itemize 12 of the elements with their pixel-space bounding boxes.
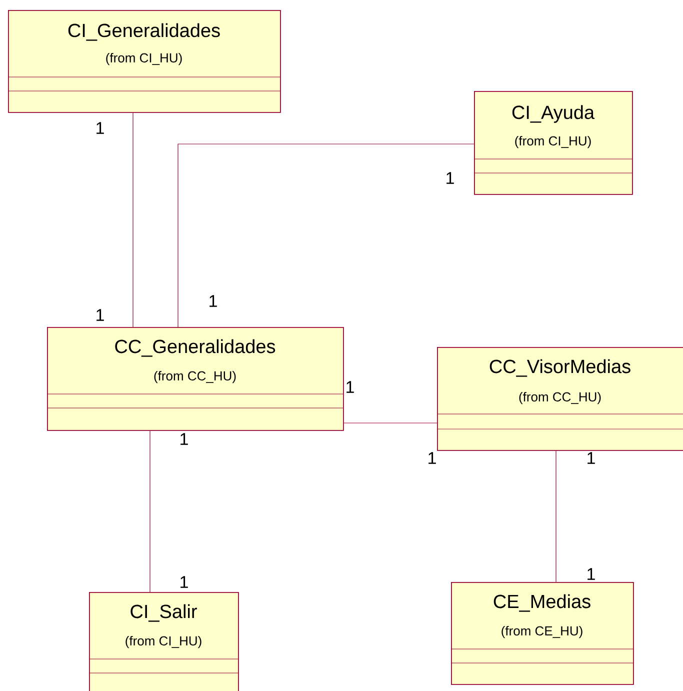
class-box: CE_Medias (from CE_HU) bbox=[450, 582, 634, 685]
class-box: CC_VisorMedias (from CC_HU) bbox=[436, 347, 683, 451]
multiplicity: 1 bbox=[210, 295, 217, 307]
class-box: CC_Generalidades (from CC_HU) bbox=[46, 327, 344, 431]
association-line bbox=[344, 422, 438, 424]
class-box: CI_Ayuda (from CI_HU) bbox=[474, 91, 633, 195]
class-box: CI_Salir (from CI_HU) bbox=[88, 592, 239, 691]
multiplicity: 1 bbox=[446, 172, 454, 184]
class-box: CI_Generalidades (from CI_HU) bbox=[8, 10, 281, 113]
multiplicity: 1 bbox=[428, 452, 436, 464]
association-line bbox=[132, 112, 134, 328]
association-line bbox=[178, 144, 474, 328]
